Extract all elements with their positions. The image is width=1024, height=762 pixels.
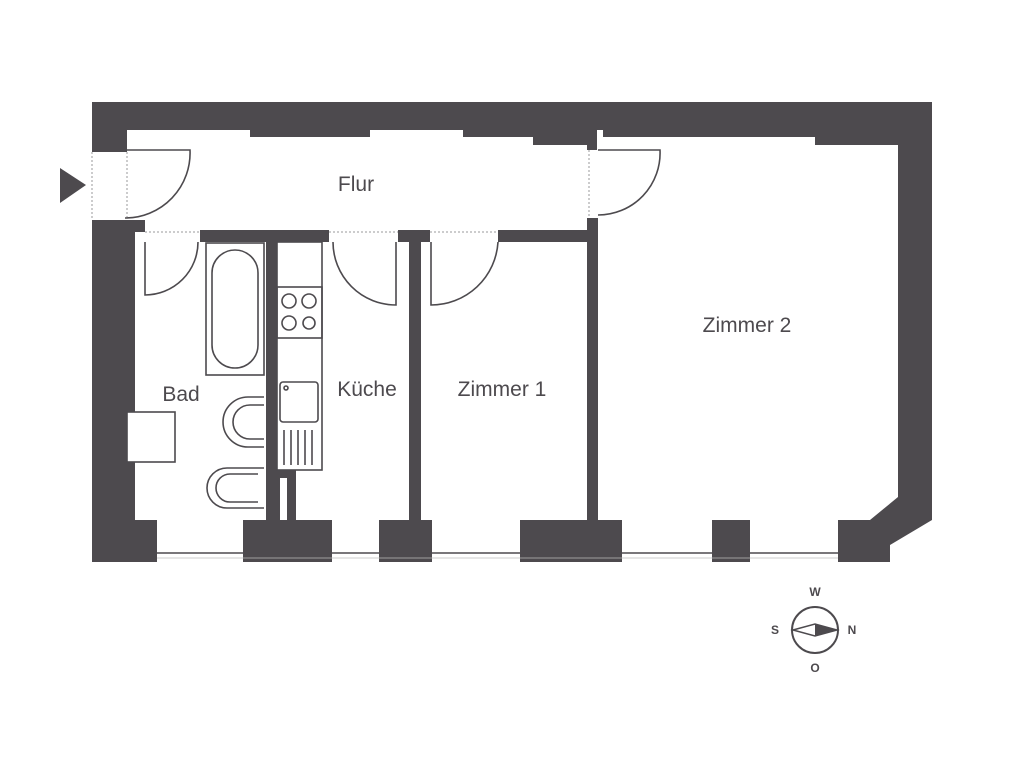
- room-label-kueche: Küche: [337, 378, 397, 401]
- kueche-door: [332, 241, 397, 306]
- bad-door: [144, 241, 199, 296]
- stove: [276, 286, 323, 339]
- bathtub: [205, 242, 265, 376]
- svg-text:S: S: [771, 623, 779, 637]
- bathroom-fixtures: [126, 242, 265, 509]
- thresholds: [91, 150, 590, 233]
- room-label-zimmer1: Zimmer 1: [458, 378, 547, 401]
- zimmer2-door: [597, 149, 661, 216]
- entrance-arrow-icon: [60, 168, 86, 203]
- room-label-flur: Flur: [338, 173, 374, 196]
- washbasin: [222, 396, 264, 448]
- drainboard: [283, 430, 313, 465]
- entrance-door: [124, 149, 191, 219]
- toilet: [206, 467, 264, 509]
- room-label-bad: Bad: [162, 383, 199, 406]
- kitchen-fixtures: [276, 241, 323, 471]
- svg-text:N: N: [848, 623, 857, 637]
- room-label-zimmer2: Zimmer 2: [703, 314, 792, 337]
- zimmer1-door: [430, 241, 499, 306]
- windows: [157, 552, 838, 559]
- counter: [276, 241, 323, 471]
- svg-text:W: W: [809, 585, 821, 599]
- walls: [92, 102, 932, 562]
- doors: [124, 149, 661, 306]
- washing-machine: [126, 411, 176, 463]
- compass-icon: W S N O: [771, 585, 856, 675]
- sink: [279, 381, 319, 423]
- svg-text:O: O: [810, 661, 819, 675]
